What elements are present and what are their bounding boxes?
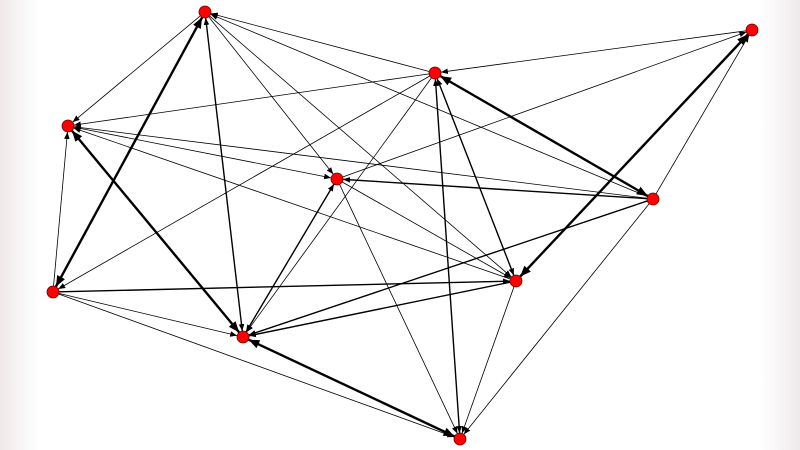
edge-5-9	[463, 203, 650, 435]
node-6	[46, 285, 60, 299]
edge-3-4	[73, 126, 332, 180]
edge-4-2	[342, 31, 747, 178]
edge-5-3	[73, 124, 648, 199]
background-left-edge	[0, 0, 40, 450]
edge-0-8	[203, 17, 245, 332]
edge-5-2	[655, 34, 750, 195]
edge-0-3	[72, 15, 201, 123]
node-8	[236, 330, 250, 344]
edge-7-8	[248, 281, 511, 338]
edge-6-0	[54, 16, 204, 288]
edge-1-0	[210, 12, 430, 72]
edge-1-8	[246, 77, 432, 333]
node-9	[453, 432, 467, 446]
edge-4-9	[339, 184, 458, 434]
edge-5-8	[248, 200, 648, 336]
edge-5-4	[342, 177, 648, 200]
background-right-edge	[760, 0, 800, 450]
edge-1-9	[433, 78, 462, 434]
node-4	[330, 172, 344, 186]
edge-0-4	[208, 16, 334, 175]
edge-5-0	[210, 13, 648, 198]
node-0	[198, 5, 212, 19]
edges-layer	[53, 12, 750, 438]
edge-8-4	[245, 183, 335, 333]
edge-1-5	[439, 74, 649, 198]
nodes-layer	[46, 5, 759, 446]
edge-8-9	[247, 338, 456, 438]
edge-3-8	[70, 129, 241, 334]
node-5	[646, 192, 660, 206]
edge-6-7	[58, 278, 511, 293]
edge-4-7	[342, 181, 511, 279]
node-3	[61, 119, 75, 133]
node-1	[428, 66, 442, 80]
edge-6-3	[53, 131, 70, 287]
edge-1-3	[73, 73, 430, 127]
edge-7-9	[461, 286, 515, 434]
node-2	[745, 23, 759, 37]
edge-2-1	[440, 30, 747, 75]
node-7	[509, 274, 523, 288]
edge-7-3	[73, 127, 511, 280]
edge-7-2	[519, 33, 749, 278]
edge-6-8	[58, 292, 238, 337]
edge-0-7	[209, 15, 512, 278]
